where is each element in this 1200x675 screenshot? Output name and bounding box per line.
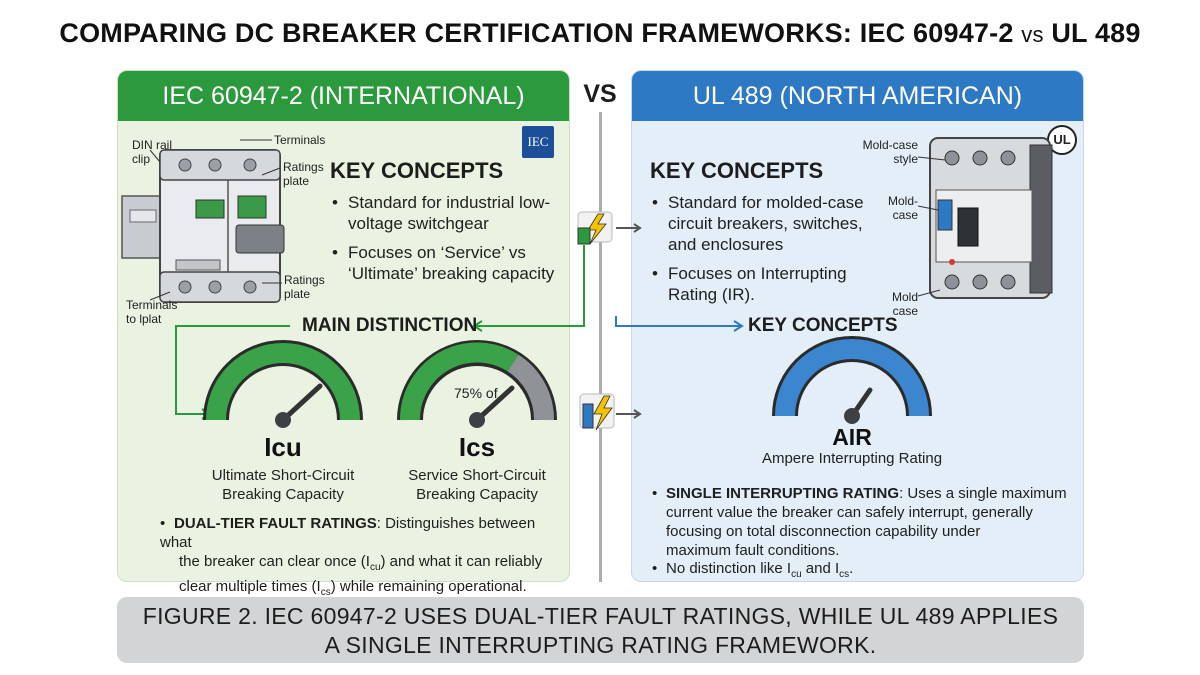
page-title: COMPARING DC BREAKER CERTIFICATION FRAME… (0, 18, 1200, 49)
title-main: COMPARING DC BREAKER CERTIFICATION FRAME… (59, 18, 1014, 48)
ul-note2-c: . (849, 560, 854, 577)
iec-note-line3b: ) while remaining operational. (330, 578, 527, 595)
main-distinction-heading: MAIN DISTINCTION (302, 315, 478, 336)
ul-note-line1: : Uses a single maximum (899, 485, 1067, 502)
iec-note: •DUAL-TIER FAULT RATINGS: Distinguishes … (160, 515, 543, 598)
iec-note-line1: : Distinguishes between what (160, 515, 536, 551)
iec-note-sub-cu: cu (369, 562, 381, 573)
ul-key-concepts-heading: KEY CONCEPTS (650, 158, 824, 183)
iec-logo: IEC (522, 126, 554, 158)
list-item: Standard for molded-case circuit breaker… (652, 192, 892, 255)
iec-note-line2b: ) and what it can reliably (380, 553, 543, 570)
air-description: Ampere Interrupting Rating (761, 450, 943, 467)
callout-ratings-bottom: Ratings plate (284, 273, 325, 301)
callout-ratings-top: Ratings plate (283, 160, 324, 188)
callout-din-rail: DIN rail clip (132, 138, 173, 166)
ics-label: Ics (458, 432, 496, 462)
iec-panel-header: IEC 60947-2 (INTERNATIONAL) (118, 71, 569, 121)
icu-description: Ultimate Short-Circuit Breaking Capacity (193, 466, 373, 504)
ul-key-concepts-heading-2: KEY CONCEPTS (748, 315, 898, 336)
ul-note-title: SINGLE INTERRUPTING RATING (666, 485, 900, 502)
list-item: Standard for industrial low-voltage swit… (332, 192, 562, 234)
callout-mold-case-style: Mold-case style (862, 138, 918, 166)
ics-description-line1: Service Short-Circuit (408, 467, 546, 484)
ics-description: Service Short-Circuit Breaking Capacity (387, 466, 567, 504)
ul-note: •SINGLE INTERRUPTING RATING: Uses a sing… (652, 484, 1072, 560)
ul-note-line3: focusing on total disconnection capabili… (666, 523, 981, 540)
lightning-icon (577, 211, 613, 245)
gauge-icon (203, 340, 363, 428)
iec-key-concepts-list: Standard for industrial low-voltage swit… (332, 192, 562, 292)
title-vs: vs (1021, 22, 1044, 47)
breaker-molded-case-icon (917, 137, 1053, 299)
ics-gauge-text: 75% of (454, 385, 498, 401)
arrow-icon (175, 223, 744, 420)
ul-note-line4: maximum fault conditions. (666, 542, 840, 559)
figure-caption: FIGURE 2. IEC 60947-2 USES DUAL-TIER FAU… (117, 597, 1084, 663)
callout-mold-case: Mold-case (887, 194, 918, 222)
ul-note2-sub-cu: cu (791, 569, 802, 580)
ul-note2-a: No distinction like I (666, 560, 792, 577)
ul-note2-sub-cs: cs (839, 569, 850, 580)
ul-note-line2: current value the breaker can safely int… (666, 504, 1033, 521)
title-tail: UL 489 (1051, 18, 1141, 48)
iec-note-title: DUAL-TIER FAULT RATINGS (174, 515, 377, 532)
iec-key-concepts-heading: KEY CONCEPTS (330, 158, 504, 183)
icu-description-line2: Breaking Capacity (222, 486, 344, 503)
lightning-icon (579, 393, 615, 431)
callout-terminals-bottom: Terminals to lplat (126, 298, 178, 326)
caption-line1: FIGURE 2. IEC 60947-2 USES DUAL-TIER FAU… (142, 603, 1059, 629)
ul-note-2: •No distinction like Icu and Ics. (652, 560, 854, 580)
breaker-din-icon (121, 139, 285, 303)
center-divider (599, 112, 602, 582)
ul-key-concepts-list: Standard for molded-case circuit breaker… (652, 192, 892, 313)
ul-panel-header: UL 489 (NORTH AMERICAN) (632, 71, 1083, 121)
icu-label: Icu (264, 432, 302, 462)
iec-note-line3a: clear multiple times (I (179, 578, 321, 595)
list-item: Focuses on Interrupting Rating (IR). (652, 263, 892, 305)
list-item: Focuses on ‘Service’ vs ‘Ultimate’ break… (332, 242, 562, 284)
ics-description-line2: Breaking Capacity (416, 486, 538, 503)
caption-line2: A SINGLE INTERRUPTING RATING FRAMEWORK. (324, 632, 877, 658)
iec-note-sub-cs: cs (320, 587, 331, 598)
iec-note-line2a: the breaker can clear once (I (179, 553, 370, 570)
icu-description-line1: Ultimate Short-Circuit (211, 467, 355, 484)
ul-note2-b: and I (801, 560, 840, 577)
vs-label: VS (583, 80, 617, 108)
air-label: AIR (832, 424, 872, 450)
callout-mold-case-bottom: Mold case (891, 290, 918, 318)
callout-terminals-top: Terminals (274, 133, 326, 147)
gauge-icon (772, 336, 932, 424)
gauge-icon (397, 340, 557, 428)
